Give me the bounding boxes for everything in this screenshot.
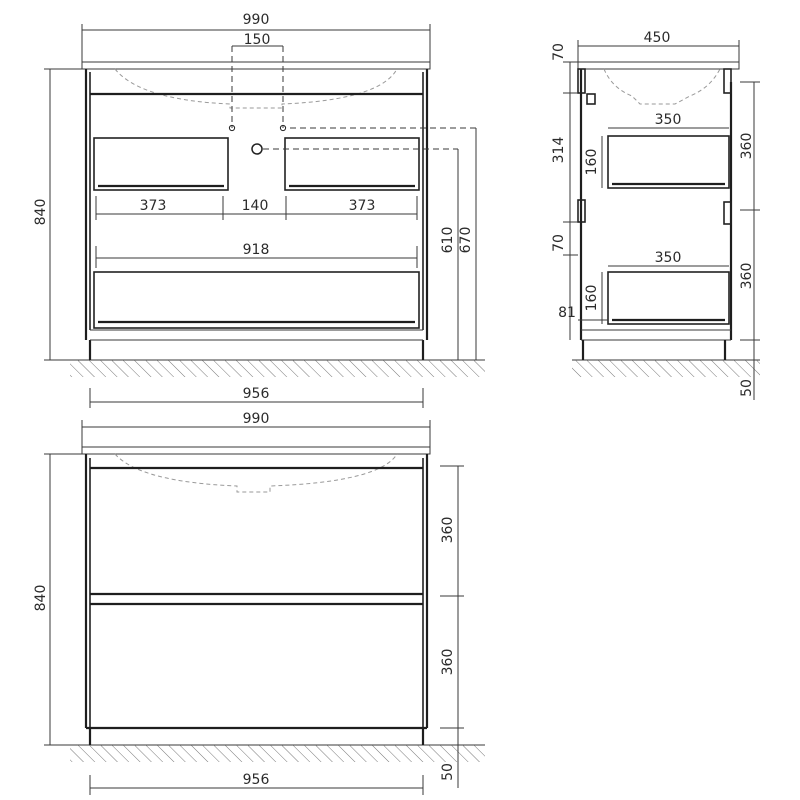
dim-side-leg: 50 xyxy=(739,379,755,397)
dim-height-610: 610 xyxy=(440,227,456,254)
dim-drawer-right: 373 xyxy=(349,198,376,214)
dim-upper-drawer-height: 160 xyxy=(584,149,600,176)
dim-side-upper-section: 314 xyxy=(551,137,567,164)
dim-lower-front: 360 xyxy=(739,263,755,290)
dim-upper-drawer-depth: 350 xyxy=(655,112,682,128)
dim-front-base-width: 956 xyxy=(243,386,270,402)
front-view-closed: 990 840 360 360 50 956 xyxy=(33,411,485,795)
front-view-open: 990 150 373 140 373 918 956 840 610 670 xyxy=(33,12,485,408)
dim-height-670: 670 xyxy=(458,227,474,254)
dim-closed-width-top: 990 xyxy=(243,411,270,427)
dim-closed-lower-front: 360 xyxy=(440,649,456,676)
side-ground-hatch xyxy=(572,360,760,377)
side-view: 450 70 314 70 350 160 350 160 81 360 360… xyxy=(551,30,760,400)
countertop xyxy=(81,61,431,70)
dim-drawer-left: 373 xyxy=(140,198,167,214)
dim-drawer-gap: 140 xyxy=(242,198,269,214)
dim-front-width-top: 990 xyxy=(243,12,270,28)
dim-upper-front: 360 xyxy=(739,133,755,160)
dim-lower-drawer-height: 160 xyxy=(584,285,600,312)
dim-bottom-offset: 81 xyxy=(558,305,576,321)
dim-closed-leg: 50 xyxy=(440,763,456,781)
ground-hatch xyxy=(70,360,485,377)
dim-closed-upper-front: 360 xyxy=(440,517,456,544)
dim-lower-drawer-depth: 350 xyxy=(655,250,682,266)
dim-closed-base-width: 956 xyxy=(243,772,270,788)
sink-outline xyxy=(114,68,398,109)
dim-side-depth: 450 xyxy=(644,30,671,46)
dim-front-height: 840 xyxy=(33,199,49,226)
ground-hatch-bottom xyxy=(70,745,485,762)
dim-drain-spacing: 150 xyxy=(244,32,271,48)
dim-side-top: 70 xyxy=(551,43,567,61)
dim-closed-height: 840 xyxy=(33,585,49,612)
dim-inner-width: 918 xyxy=(243,242,270,258)
dim-side-middle-gap: 70 xyxy=(551,234,567,252)
